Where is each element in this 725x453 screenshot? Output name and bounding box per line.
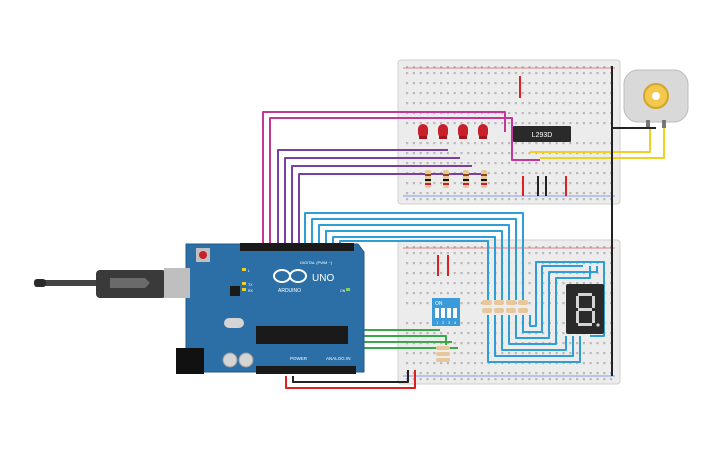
led-2[interactable]: [438, 124, 448, 139]
resistor-top-1[interactable]: [425, 170, 431, 188]
wire-blue-9[interactable]: [501, 315, 567, 351]
usb-jack: [164, 268, 190, 298]
capacitor-1: [222, 352, 238, 368]
wire-purple-3[interactable]: [291, 165, 472, 246]
led-tx-indicator: [242, 282, 246, 285]
power-label: POWER: [290, 356, 308, 361]
resistor-top-3[interactable]: [463, 170, 469, 188]
motor-terminal-right[interactable]: [662, 120, 666, 128]
dip-position-3: 3: [448, 320, 451, 325]
wire-blue-1[interactable]: [304, 212, 524, 300]
power-analog-header[interactable]: [256, 366, 356, 374]
dip-position-2: 2: [442, 320, 445, 325]
driver-ic-label: L293D: [532, 132, 553, 139]
resistor-group-top: [425, 170, 487, 188]
l-label: L: [248, 269, 250, 273]
dip-toggle-3[interactable]: [447, 308, 451, 318]
analog-label: ANALOG IN: [326, 356, 351, 361]
led-group: [418, 124, 488, 139]
dip-toggle-2[interactable]: [441, 308, 445, 318]
wire-blue-10[interactable]: [508, 266, 591, 345]
dip-switch[interactable]: ON 1 2 3 4: [432, 298, 460, 326]
resistor-top-4[interactable]: [481, 170, 487, 188]
resistor-bottom-4[interactable]: [518, 300, 528, 313]
capacitor-2: [238, 352, 254, 368]
led-l-indicator: [242, 268, 246, 271]
dip-toggle-4[interactable]: [453, 308, 457, 318]
wire-blue-2[interactable]: [311, 218, 517, 300]
resistor-top-2[interactable]: [443, 170, 449, 188]
dc-jack: [176, 348, 204, 374]
resistor-bottom-2[interactable]: [494, 300, 504, 313]
rx-label: RX: [248, 289, 254, 293]
wires: [262, 66, 665, 389]
resistor-pulldown-group[interactable]: [436, 346, 450, 362]
wire-purple-1[interactable]: [277, 149, 448, 246]
arduino-logo-text: ARDUINO: [278, 288, 301, 294]
wire-black-1[interactable]: [292, 370, 409, 383]
crystal: [224, 318, 244, 328]
seven-segment-digit: [576, 293, 600, 327]
wire-magenta-2[interactable]: [269, 117, 540, 246]
wire-purple-4[interactable]: [298, 173, 484, 246]
dip-position-4: 4: [454, 320, 457, 325]
arduino-uno-board[interactable]: UNO ARDUINO DIGITAL (PWM ~) POWER ANALOG…: [164, 243, 365, 374]
breadboard-top[interactable]: [397, 59, 621, 205]
wire-yellow-1[interactable]: [530, 128, 651, 153]
driver-ic[interactable]: L293D: [513, 126, 571, 142]
wire-red-1[interactable]: [285, 370, 416, 389]
wire-purple-2[interactable]: [284, 157, 460, 246]
dip-position-1: 1: [436, 320, 439, 325]
wire-blue-5[interactable]: [332, 236, 496, 300]
wire-blue-3[interactable]: [318, 224, 510, 300]
led-1[interactable]: [418, 124, 428, 139]
wire-blue-12[interactable]: [522, 265, 583, 333]
breadboard-top-holes: [406, 66, 613, 201]
dip-toggle-1[interactable]: [435, 308, 439, 318]
wire-yellow-2[interactable]: [540, 128, 665, 159]
digital-header[interactable]: [240, 243, 354, 251]
wire-blue-13[interactable]: [529, 261, 605, 337]
motor-terminal-left[interactable]: [646, 120, 650, 128]
resistor-bottom-3[interactable]: [506, 300, 516, 313]
resistor-group-bottom: [436, 300, 528, 362]
wire-blue-8[interactable]: [494, 315, 574, 357]
arduino-logo: [273, 269, 307, 283]
arduino-model: UNO: [312, 273, 334, 284]
wire-magenta-1[interactable]: [262, 111, 506, 246]
dc-motor[interactable]: [623, 69, 689, 128]
led-on-indicator: [346, 288, 350, 291]
reset-button-cap: [199, 251, 207, 259]
wire-blue-11[interactable]: [515, 266, 598, 339]
dip-switch-on-label: ON: [435, 301, 443, 307]
on-label: ON: [340, 289, 346, 293]
led-rx-indicator: [242, 288, 246, 291]
wire-blue-7[interactable]: [487, 315, 581, 363]
atmega-chip: [256, 326, 348, 344]
tx-label: TX: [248, 283, 253, 287]
seven-segment-display[interactable]: [566, 284, 604, 334]
resistor-bottom-1[interactable]: [482, 300, 492, 313]
led-3[interactable]: [458, 124, 468, 139]
wire-blue-4[interactable]: [325, 230, 503, 300]
usb-chip: [230, 286, 240, 296]
led-4[interactable]: [478, 124, 488, 139]
digital-label: DIGITAL (PWM ~): [300, 260, 333, 265]
